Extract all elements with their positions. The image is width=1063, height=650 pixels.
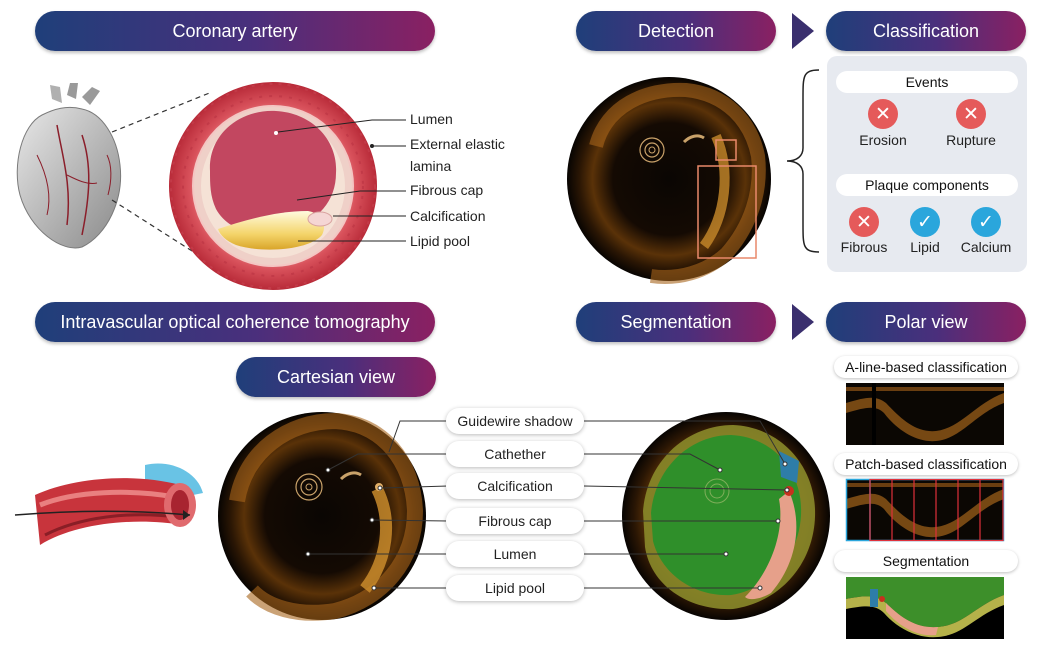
fibrous-label: Fibrous [840,239,888,255]
rupture-cross-icon: ✕ [956,99,986,129]
brace-icon [786,69,820,253]
header-cartesian-view: Cartesian view [236,357,436,397]
header-segmentation: Segmentation [576,302,776,342]
header-ivoct: Intravascular optical coherence tomograp… [35,302,435,342]
segmentation-polar-image [846,577,1004,639]
aline-polar-image [846,383,1004,445]
heart-icon [16,83,122,249]
label-lamina: lamina [410,158,452,174]
calcium-check-icon: ✓ [971,207,1001,237]
erosion-label: Erosion [859,132,907,148]
events-title: Events [836,71,1018,93]
erosion-cross-icon: ✕ [868,99,898,129]
calcium-label: Calcium [960,239,1012,255]
arrow-right-icon-2 [792,304,814,340]
patch-classification-title: Patch-based classification [834,453,1018,475]
label-external-elastic: External elastic [410,136,505,152]
plaque-components-title: Plaque components [836,174,1018,196]
lipid-check-icon: ✓ [910,207,940,237]
aline-classification-title: A-line-based classification [834,356,1018,378]
oct-label-calcification: Calcification [446,473,584,499]
label-lumen: Lumen [410,111,453,127]
label-fibrous-cap: Fibrous cap [410,182,484,198]
header-polar-view: Polar view [826,302,1026,342]
oct-label-guidewire-shadow: Guidewire shadow [446,408,584,434]
rupture-label: Rupture [946,132,996,148]
segmentation-polar-title: Segmentation [834,550,1018,572]
patch-polar-image [845,478,1005,542]
header-detection: Detection [576,11,776,51]
header-coronary-artery: Coronary artery [35,11,435,51]
header-classification: Classification [826,11,1026,51]
segmentation-oct-image [622,412,830,620]
fibrous-cross-icon: ✕ [849,207,879,237]
artery-cross-section [169,82,377,290]
oct-label-lipid-pool: Lipid pool [446,575,584,601]
oct-label-fibrous-cap: Fibrous cap [446,508,584,534]
oct-label-cathether: Cathether [446,441,584,467]
arrow-right-icon [792,13,814,49]
detection-oct-image [567,77,771,284]
lipid-label: Lipid [910,239,940,255]
vessel-catheter-illustration [14,463,203,545]
label-calcification: Calcification [410,208,486,224]
label-lipid-pool: Lipid pool [410,233,470,249]
oct-label-lumen: Lumen [446,541,584,567]
